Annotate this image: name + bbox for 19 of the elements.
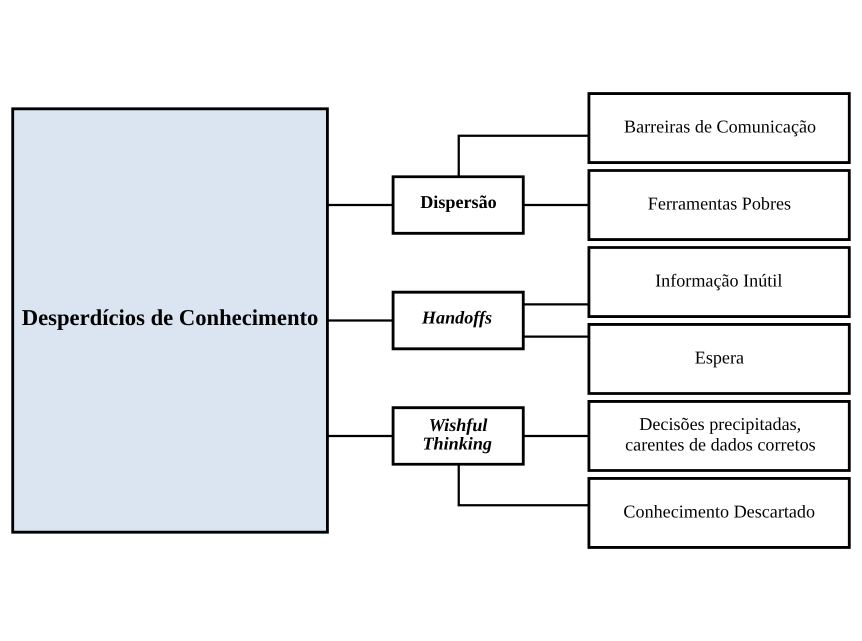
node-box: Desperdícios de Conhecimento — [11, 107, 329, 534]
connector — [523, 434, 589, 438]
connector — [328, 319, 393, 322]
connector — [523, 204, 589, 206]
connector — [328, 204, 393, 206]
node-box: Barreiras de Comunicação — [588, 92, 851, 164]
node-box: Dispersão — [392, 175, 525, 235]
connector — [458, 134, 589, 176]
connector — [328, 434, 393, 438]
connector — [523, 303, 589, 306]
node-box: Conhecimento Descartado — [588, 477, 851, 549]
connector — [523, 336, 589, 338]
node-box: Ferramentas Pobres — [588, 169, 851, 241]
node-box: Informação Inútil — [588, 246, 851, 318]
connector — [458, 464, 589, 506]
node-box: Wishful Thinking — [392, 406, 525, 466]
node-box: Handoffs — [392, 290, 525, 350]
node-box: Espera — [588, 323, 851, 395]
node-box: Decisões precipitadas, carentes de dados corretos — [588, 400, 851, 472]
